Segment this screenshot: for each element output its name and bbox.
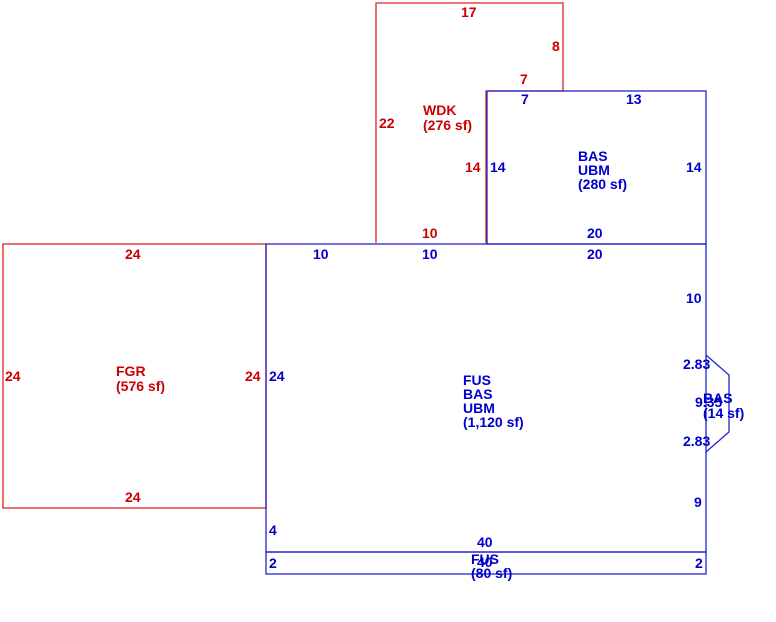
dim-main-bottom: 40 (477, 534, 493, 550)
bas-top-label-2: UBM (578, 162, 610, 178)
dim-main-top-mid: 10 (422, 246, 438, 262)
dim-bas-top-left-top: 7 (521, 91, 529, 107)
wdk-label: WDK (423, 102, 456, 118)
dim-wdk-inner: 14 (465, 159, 481, 175)
dim-fgr-right: 24 (245, 368, 261, 384)
dim-wdk-top: 17 (461, 4, 477, 20)
dim-wdk-bottom: 10 (422, 225, 438, 241)
main-area: (1,120 sf) (463, 414, 524, 430)
dim-fgr-bottom: 24 (125, 489, 141, 505)
main-label-3: UBM (463, 400, 495, 416)
bay-label: BAS (703, 390, 733, 406)
dim-bay-mid: 9.35 (695, 394, 722, 410)
dim-bas-top-top: 13 (626, 91, 642, 107)
dim-fgr-top: 24 (125, 246, 141, 262)
dim-main-top-left: 10 (313, 246, 329, 262)
strip-label: FUS (471, 551, 499, 567)
dim-wdk-left: 22 (379, 115, 395, 131)
fgr-label: FGR (116, 363, 146, 379)
dim-strip-bottom: 40 (477, 554, 493, 570)
dim-main-right-lower: 9 (694, 494, 702, 510)
wdk-outline (375, 2, 564, 243)
dim-wdk-step: 7 (520, 71, 528, 87)
main-label: FUS (463, 372, 491, 388)
bay-outline (705, 354, 730, 453)
bas-top-label: BAS (578, 148, 608, 164)
dim-fgr-left: 24 (5, 368, 21, 384)
dim-main-right-upper: 10 (686, 290, 702, 306)
bas-top-area: (280 sf) (578, 176, 627, 192)
bay-area: (14 sf) (703, 405, 744, 421)
dim-main-left: 24 (269, 368, 285, 384)
dim-bay-lower: 2.83 (683, 433, 710, 449)
main-label-2: BAS (463, 386, 493, 402)
wdk-area: (276 sf) (423, 117, 472, 133)
fgr-area: (576 sf) (116, 378, 165, 394)
dim-main-top-right: 20 (587, 246, 603, 262)
dim-strip-left: 2 (269, 555, 277, 571)
dim-wdk-right: 8 (552, 38, 560, 54)
fus-strip-outline (265, 551, 707, 575)
dim-bas-top-right: 14 (686, 159, 702, 175)
dim-bay-upper: 2.83 (683, 356, 710, 372)
dim-bas-top-bottom: 20 (587, 225, 603, 241)
strip-area: (80 sf) (471, 565, 512, 581)
dim-main-left-lower: 4 (269, 522, 277, 538)
dim-strip-right: 2 (695, 555, 703, 571)
dim-bas-top-left: 14 (490, 159, 506, 175)
